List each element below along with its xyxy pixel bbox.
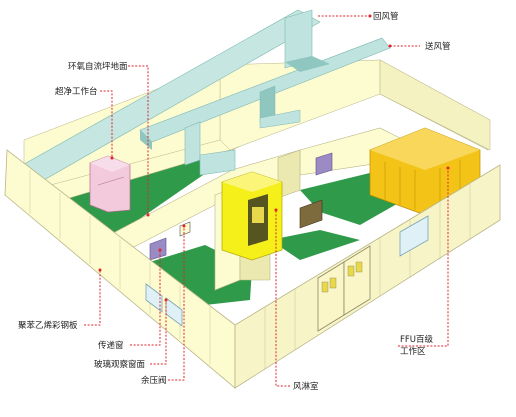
air-shower xyxy=(221,171,283,261)
double-door xyxy=(317,245,371,332)
label-epoxy-floor: 环氧自流坪地面 xyxy=(68,61,128,72)
label-ffu-area-line2: 工作区 xyxy=(400,346,426,357)
label-relief-valve: 余压阀 xyxy=(141,375,167,386)
label-return-duct: 回风管 xyxy=(373,11,399,22)
pass-box-right xyxy=(299,152,333,229)
clean-bench xyxy=(89,155,131,213)
glass-observation-window xyxy=(145,215,429,327)
label-glass-window: 玻璃观察窗面 xyxy=(94,359,146,370)
leader-lines xyxy=(84,14,450,387)
label-supply-duct: 送风管 xyxy=(425,41,451,52)
label-ffu-area-line1: FFU百级 xyxy=(400,334,433,345)
callout-labels: 回风管 送风管 环氧自流坪地面 超净工作台 聚苯乙烯彩钢板 传递窗 玻璃观察窗面… xyxy=(18,11,451,392)
label-clean-bench: 超净工作台 xyxy=(55,86,98,97)
label-air-shower: 风淋室 xyxy=(293,381,319,392)
label-eps-panel: 聚苯乙烯彩钢板 xyxy=(18,320,78,331)
pass-box xyxy=(149,221,191,261)
label-pass-box: 传递窗 xyxy=(98,340,124,351)
return-duct xyxy=(9,9,330,200)
